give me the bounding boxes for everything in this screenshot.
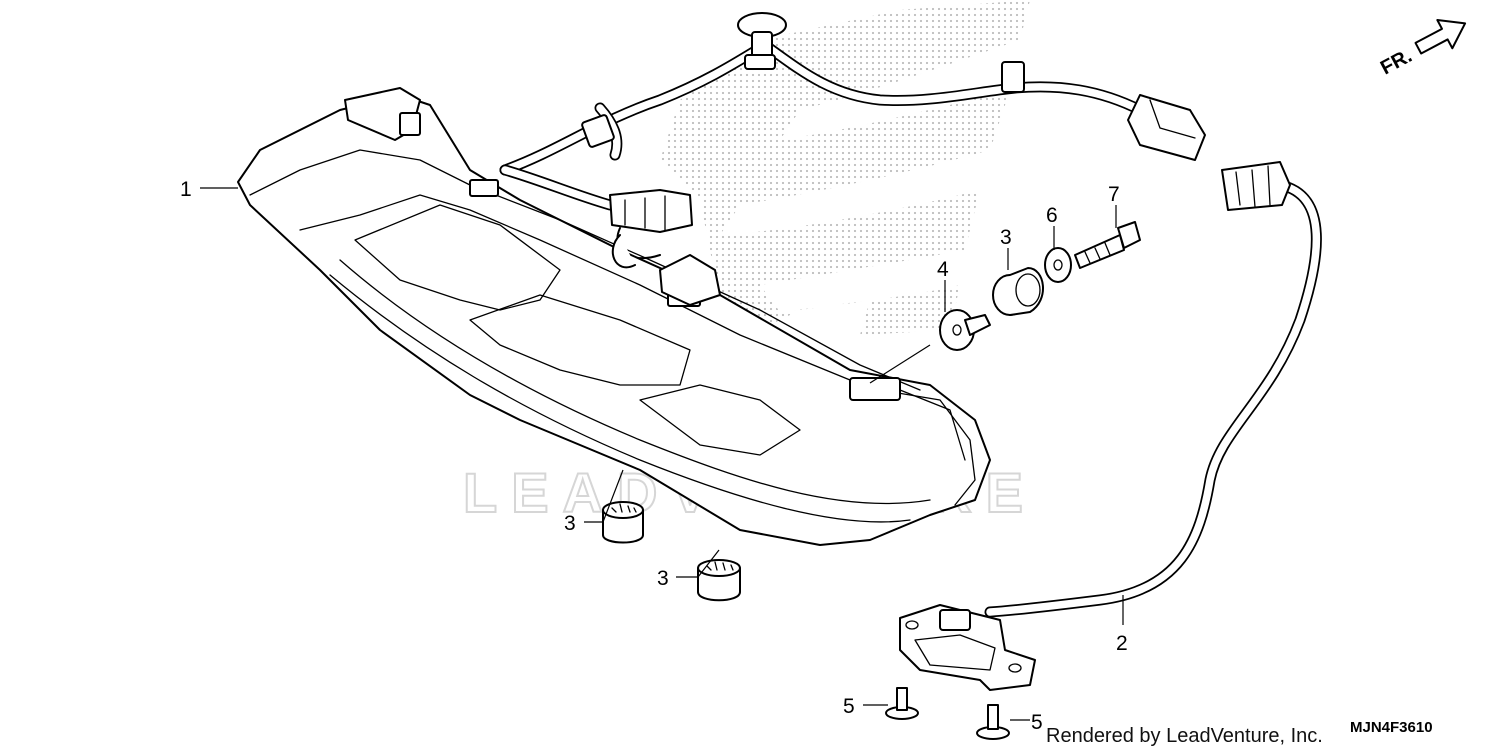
rubber-bushing-3b [697, 559, 741, 602]
wire-harness [499, 12, 1206, 260]
collar-4 [939, 309, 991, 351]
rubber-bushing-3a [602, 501, 644, 544]
callout-1: 1 [180, 178, 192, 201]
diagram-code: MJN4F3610 [1350, 719, 1433, 736]
rubber-bushing-3c [992, 267, 1044, 316]
callout-3-bushing-lower-right: 3 [657, 567, 669, 590]
callout-5-screw-right: 5 [1031, 711, 1043, 734]
callout-3-bushing-upper: 3 [1000, 226, 1012, 249]
front-arrow-icon [1414, 19, 1467, 55]
callout-7: 7 [1108, 183, 1120, 206]
leader-lines [200, 187, 1124, 721]
callout-4: 4 [937, 258, 949, 281]
front-direction-indicator: FR. [1377, 19, 1467, 80]
footer-credit: Rendered by LeadVenture, Inc. [1046, 725, 1323, 747]
front-direction-label: FR. [1377, 45, 1416, 80]
screw-5a [885, 687, 919, 720]
washer-6 [1044, 247, 1072, 283]
license-light-assembly [899, 161, 1322, 691]
bolt-7 [1074, 221, 1141, 269]
screw-5b [976, 704, 1010, 740]
callout-2: 2 [1116, 632, 1128, 655]
callout-5-screw-left: 5 [843, 695, 855, 718]
callout-3-bushing-lower-left: 3 [564, 512, 576, 535]
tail-lamp-assembly [237, 87, 991, 546]
callout-6: 6 [1046, 204, 1058, 227]
brand-wing-watermark [660, 0, 1030, 335]
